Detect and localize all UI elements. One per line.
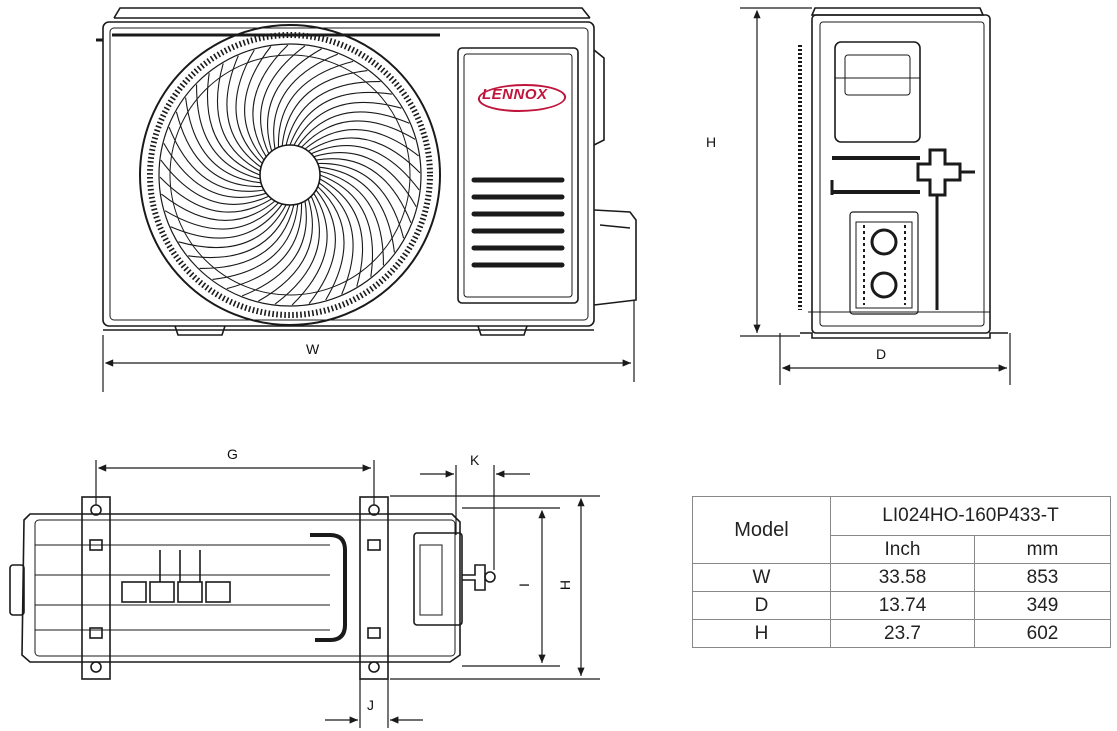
row-mm: 853 bbox=[974, 563, 1111, 592]
fan-spoke bbox=[319, 170, 384, 266]
dimension-g bbox=[95, 460, 375, 505]
model-header: Model bbox=[692, 496, 831, 564]
dimension-w bbox=[102, 300, 635, 392]
fan-spoke bbox=[196, 84, 261, 180]
fan-spoke bbox=[161, 193, 276, 221]
table-row: H 23.7 602 bbox=[692, 619, 1111, 648]
dim-label-i: I bbox=[515, 583, 532, 587]
fan-spoke bbox=[319, 174, 374, 277]
fan-spoke bbox=[310, 145, 420, 191]
row-label: H bbox=[692, 619, 831, 648]
dim-label-k: K bbox=[470, 452, 480, 468]
row-mm: 602 bbox=[974, 619, 1111, 648]
fan-spoke bbox=[216, 63, 261, 172]
row-mm: 349 bbox=[974, 591, 1111, 620]
fan-spoke bbox=[164, 202, 279, 230]
row-inch: 13.74 bbox=[830, 591, 975, 620]
fan-spoke bbox=[252, 44, 289, 157]
dimension-k bbox=[420, 465, 530, 570]
fan-spoke bbox=[308, 189, 336, 304]
dimension-h-top bbox=[390, 495, 600, 680]
dim-label-j: J bbox=[367, 697, 374, 713]
fan-spoke bbox=[241, 200, 307, 297]
fan-spoke bbox=[274, 195, 320, 305]
model-name: LI024HO-160P433-T bbox=[830, 496, 1111, 536]
top-view bbox=[9, 496, 496, 680]
fan-spoke bbox=[297, 111, 410, 147]
fan-spoke bbox=[185, 97, 262, 184]
fan-spoke bbox=[206, 73, 261, 176]
dimension-i bbox=[462, 507, 560, 667]
fan-spoke bbox=[199, 204, 295, 269]
row-label: D bbox=[692, 591, 831, 620]
fan-spoke bbox=[178, 204, 287, 249]
fan-spoke bbox=[291, 193, 328, 306]
table-row: D 13.74 349 bbox=[692, 591, 1111, 620]
brand-label: LENNOX bbox=[482, 86, 548, 103]
front-view bbox=[96, 7, 637, 336]
fan-spoke bbox=[304, 129, 419, 157]
table-row: W 33.58 853 bbox=[692, 563, 1111, 592]
fan-spoke bbox=[267, 48, 322, 152]
fan-spoke bbox=[244, 46, 272, 161]
fan-spoke bbox=[317, 186, 345, 301]
fan-spoke bbox=[226, 55, 262, 168]
fan-spoke bbox=[313, 152, 417, 207]
row-inch: 33.58 bbox=[830, 563, 975, 592]
fan-spoke bbox=[293, 101, 402, 146]
dimension-j bbox=[325, 679, 423, 728]
fan-spoke bbox=[175, 111, 263, 188]
fan-spoke bbox=[188, 204, 291, 259]
fan-spoke bbox=[285, 81, 381, 146]
fan-spoke bbox=[317, 162, 405, 239]
unit-mm-header: mm bbox=[974, 535, 1111, 564]
fan-spoke bbox=[301, 120, 416, 148]
dimension-d bbox=[779, 333, 1011, 385]
spec-table: Model LI024HO-160P433-T Inch mm W 33.58 … bbox=[692, 496, 1111, 648]
fan-spoke bbox=[273, 53, 339, 150]
fan-spoke bbox=[260, 45, 306, 155]
fan-spoke bbox=[277, 60, 354, 148]
row-inch: 23.7 bbox=[830, 619, 975, 648]
fan-spoke bbox=[315, 158, 412, 224]
fan-spoke bbox=[226, 202, 303, 290]
fan-spoke bbox=[159, 176, 272, 213]
dim-label-d: D bbox=[876, 346, 887, 362]
fan-spoke bbox=[318, 166, 395, 253]
fan-spoke bbox=[289, 91, 392, 146]
row-label: W bbox=[692, 563, 831, 592]
dim-label-h-top: H bbox=[557, 579, 574, 591]
dim-label-g: G bbox=[227, 446, 238, 462]
fan-spoke bbox=[258, 198, 313, 302]
fan-spoke bbox=[318, 182, 354, 295]
dim-label-h-side: H bbox=[706, 134, 717, 150]
fan-spoke bbox=[319, 178, 364, 287]
fan-spoke bbox=[160, 159, 270, 205]
fan-spoke bbox=[235, 49, 263, 164]
fan-grille bbox=[139, 24, 441, 326]
fan-spoke bbox=[281, 70, 368, 147]
fan-spoke bbox=[212, 203, 299, 280]
panel-louvres bbox=[471, 177, 565, 268]
fan-spoke bbox=[170, 203, 283, 239]
dim-label-w: W bbox=[306, 341, 320, 357]
side-view bbox=[798, 7, 1008, 339]
unit-inch-header: Inch bbox=[830, 535, 975, 564]
fan-spoke bbox=[168, 126, 265, 192]
dimension-h-side bbox=[740, 7, 812, 337]
fan-spoke bbox=[163, 143, 267, 198]
fan-spoke bbox=[308, 137, 421, 174]
